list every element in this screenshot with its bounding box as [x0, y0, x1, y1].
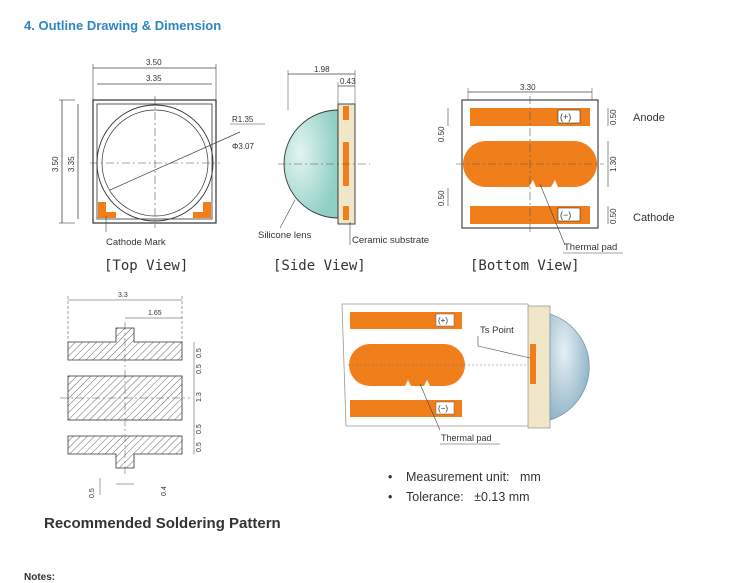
pattern-dim-width: 3.3 [118, 292, 128, 299]
bottom-dim-050-c: 0.50 [609, 109, 618, 125]
soldering-pattern-title: Recommended Soldering Pattern [44, 515, 281, 532]
bottom-dim-050-a: 0.50 [437, 126, 446, 142]
cathode-label: Cathode [633, 212, 675, 224]
side-pad-top [343, 106, 349, 120]
iso-plus-label: (+) [438, 316, 448, 325]
pattern-dim-05-a: 0.5 [196, 348, 203, 358]
top-view: 3.50 3.35 R1.35 Φ3.07 3.50 3.35 Cathode … [51, 58, 265, 248]
anode-label: Anode [633, 112, 665, 124]
bottom-dim-width: 3.30 [520, 83, 536, 92]
side-dim-total: 1.98 [314, 65, 330, 74]
caption-bottom-view: [Bottom View] [470, 258, 580, 274]
top-cathode-pad-right [193, 202, 211, 218]
pattern-dim-half: 1.65 [148, 310, 162, 317]
side-pad-bottom [343, 206, 349, 220]
soldering-pattern: 3.3 1.65 0.5 0.5 1.3 0.5 0.5 0.5 0.4 [60, 292, 203, 498]
silicone-lens-label: Silicone lens [258, 230, 312, 241]
side-view: 1.98 0.43 Silicone lens Ceramic substrat… [258, 65, 429, 246]
top-dim-inner-width: 3.35 [146, 74, 162, 83]
iso-thermal-pad [349, 344, 465, 386]
caption-top-view: [Top View] [104, 258, 189, 274]
spec-item-unit: •Measurement unit: mm [388, 470, 541, 484]
ceramic-substrate-label: Ceramic substrate [352, 235, 429, 246]
pattern-dim-13: 1.3 [196, 392, 203, 402]
ts-point-label: Ts Point [480, 325, 514, 336]
top-dim-outer-height: 3.50 [51, 156, 60, 172]
bottom-plus-label: (+) [560, 112, 571, 122]
iso-minus-label: (−) [438, 404, 448, 413]
spec-item-tolerance: •Tolerance: ±0.13 mm [388, 490, 530, 504]
iso-lens-dome [549, 313, 590, 421]
side-dim-substrate: 0.43 [340, 77, 356, 86]
caption-side-view: [Side View] [273, 258, 366, 274]
pattern-dim-04: 0.4 [161, 486, 168, 496]
notes-label: Notes: [24, 572, 56, 583]
bottom-dim-130: 1.30 [609, 156, 618, 172]
bottom-minus-label: (−) [560, 210, 571, 220]
top-radius: R1.35 [232, 115, 254, 124]
top-diameter: Φ3.07 [232, 142, 255, 151]
iso-anode-pad [350, 312, 462, 329]
pattern-dim-05-d: 0.5 [196, 442, 203, 452]
spec-list: •Measurement unit: mm •Tolerance: ±0.13 … [388, 470, 541, 510]
pattern-dim-05-b: 0.5 [196, 364, 203, 374]
iso-thermal-pad-label: Thermal pad [441, 433, 492, 443]
pattern-dim-05-c: 0.5 [196, 424, 203, 434]
iso-cathode-pad [350, 400, 462, 417]
bottom-dim-050-b: 0.50 [437, 190, 446, 206]
top-cathode-pad-left [98, 202, 116, 218]
section-title: 4. Outline Drawing & Dimension [24, 18, 222, 33]
cathode-mark-label: Cathode Mark [106, 237, 166, 248]
bottom-dim-050-d: 0.50 [609, 208, 618, 224]
bottom-view: 3.30 (+) (−) 0.50 0.50 0.50 1.30 0.50 An… [437, 83, 675, 254]
top-dim-inner-height: 3.35 [67, 156, 76, 172]
thermal-pad-label: Thermal pad [564, 242, 617, 253]
iso-view: (+) (−) Ts Point Thermal pad [341, 303, 590, 445]
pattern-dim-05-bottom: 0.5 [89, 488, 96, 498]
top-dim-outer-width: 3.50 [146, 58, 162, 67]
